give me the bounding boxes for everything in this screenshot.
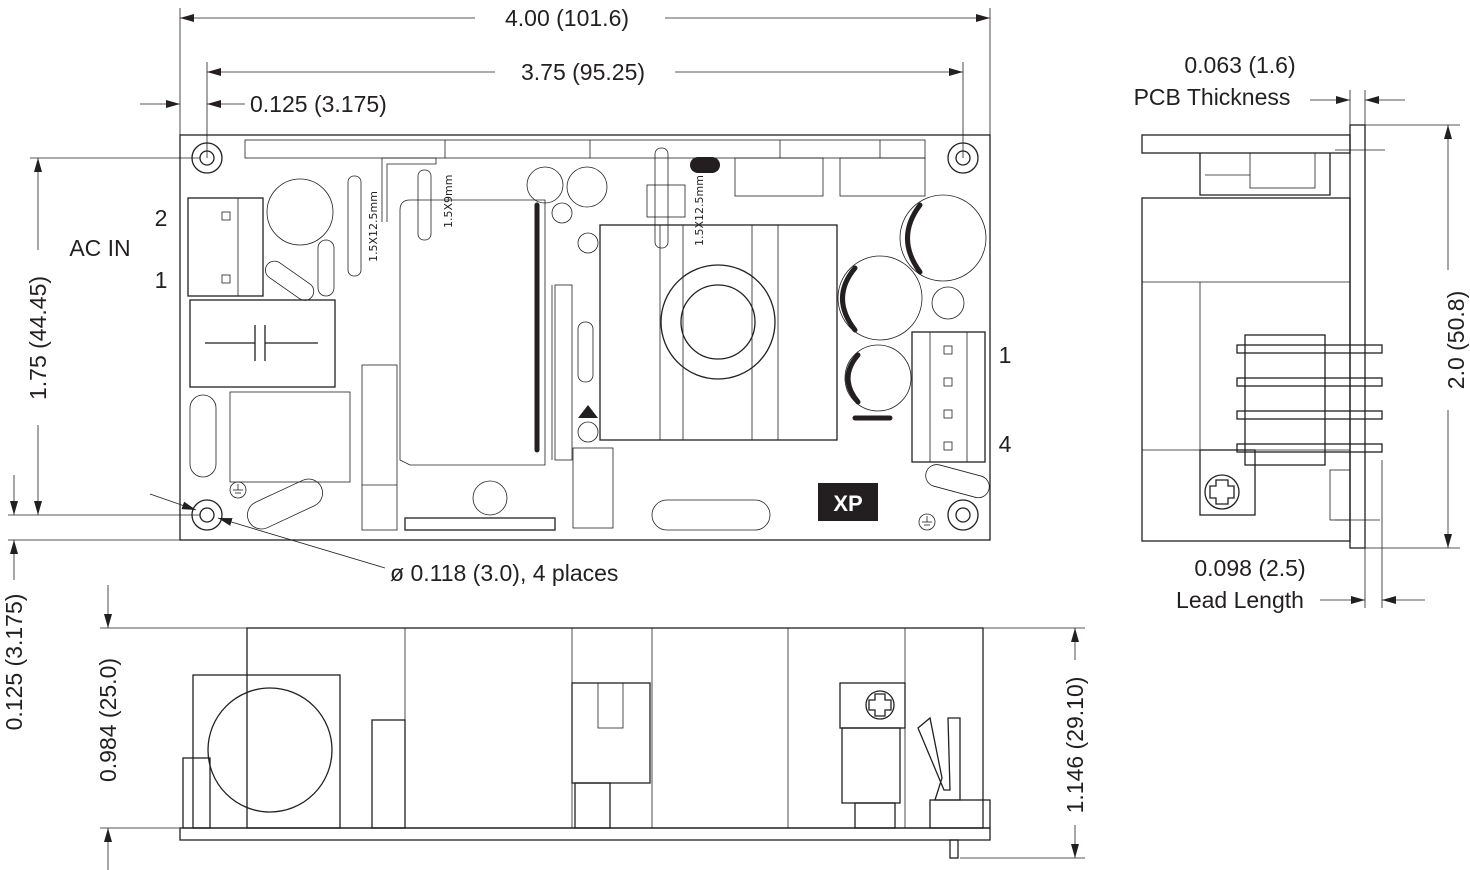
pcb-thickness-label: PCB Thickness bbox=[1134, 84, 1291, 110]
pcb-edge bbox=[1349, 124, 1366, 549]
dimension-text: 0.125 (3.175) bbox=[1, 594, 27, 731]
ac-input-connector bbox=[187, 197, 264, 297]
dimension-hole-offset-x: 0.125 (3.175) bbox=[140, 91, 387, 117]
dimension-hole-spacing-length: 3.75 (95.25) bbox=[207, 59, 963, 85]
dimension-text: 4.00 (101.6) bbox=[505, 5, 629, 31]
ac-in-label: AC IN bbox=[69, 235, 130, 261]
slot-label: 1.5X12.5mm bbox=[693, 175, 706, 246]
dimension-text: 0.125 (3.175) bbox=[250, 91, 387, 117]
ground-icon bbox=[918, 513, 936, 531]
xp-logo-text: XP bbox=[833, 491, 862, 516]
pcb-thickness-value: 0.063 (1.6) bbox=[1184, 52, 1295, 78]
side-view: 0.063 (1.6) PCB Thickness 2.0 (50.8) 0.0… bbox=[1134, 52, 1469, 613]
ac-pin-1-label: 1 bbox=[155, 267, 168, 293]
front-view: 0.984 (25.0) 1.146 (29.10) bbox=[95, 585, 1088, 870]
lead-length-value: 0.098 (2.5) bbox=[1194, 555, 1305, 581]
dimension-hole-spacing-width: 1.75 (44.45) bbox=[25, 158, 51, 515]
dimension-hole-offset-y: 0.125 (3.175) bbox=[1, 475, 27, 730]
ground-icon bbox=[229, 481, 247, 499]
slot-label: 1.5X9mm bbox=[442, 175, 455, 228]
dimension-text: 1.75 (44.45) bbox=[25, 276, 51, 400]
pcb-outline bbox=[179, 134, 991, 541]
output-connector bbox=[911, 331, 986, 463]
pcb-edge bbox=[179, 827, 991, 841]
dimension-text: 3.75 (95.25) bbox=[521, 59, 645, 85]
lead-length-label: Lead Length bbox=[1176, 587, 1304, 613]
output-pin-1-label: 1 bbox=[999, 342, 1012, 368]
top-view: 4.00 (101.6) 3.75 (95.25) 0.125 (3.175) … bbox=[1, 5, 1012, 730]
screw-icon bbox=[865, 690, 895, 720]
dimension-overall-length: 4.00 (101.6) bbox=[180, 5, 990, 31]
component-height-dimension: 0.984 (25.0) bbox=[95, 658, 121, 782]
side-width-dimension: 2.0 (50.8) bbox=[1443, 291, 1469, 389]
hole-callout: ø 0.118 (3.0), 4 places bbox=[390, 560, 618, 586]
output-pin-4-label: 4 bbox=[999, 431, 1012, 457]
overall-height-dimension: 1.146 (29.10) bbox=[1062, 677, 1088, 814]
transformer bbox=[599, 224, 838, 441]
screw-icon bbox=[1204, 474, 1240, 510]
xp-logo bbox=[818, 483, 878, 521]
slot-label: 1.5X12.5mm bbox=[367, 191, 380, 262]
ac-pin-2-label: 2 bbox=[155, 205, 168, 231]
mounting-holes bbox=[191, 142, 979, 531]
